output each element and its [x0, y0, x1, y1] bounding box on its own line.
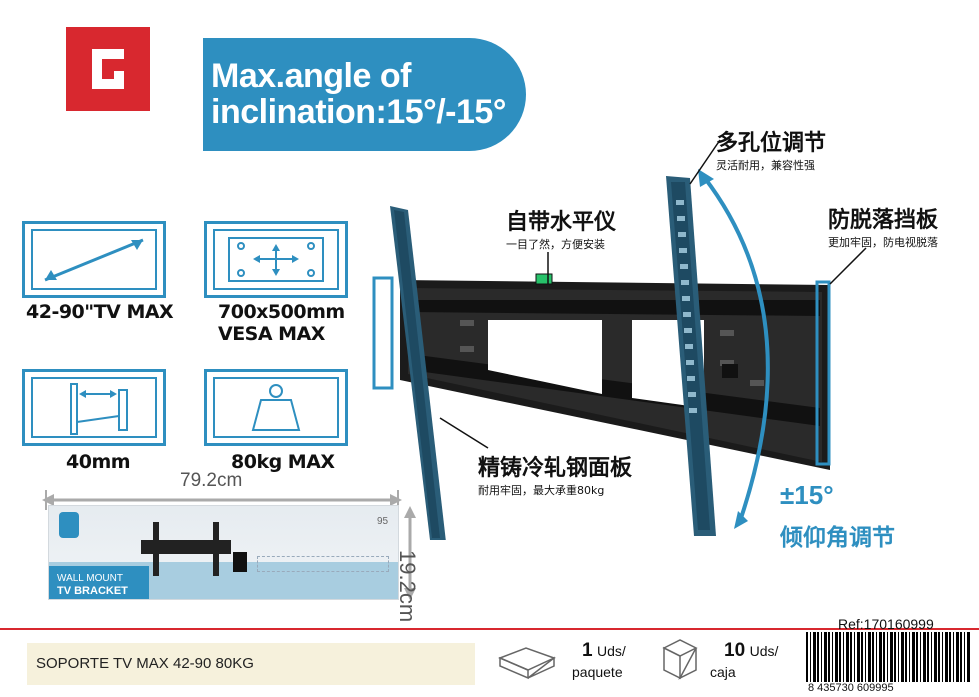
- callout-panel-title: 精铸冷轧钢面板: [478, 456, 633, 481]
- pack1-unit: Uds/: [597, 643, 626, 659]
- package-badge-icon: [59, 512, 79, 538]
- weight-icon: [213, 377, 339, 438]
- pack2-qty: 10 Uds/: [724, 640, 778, 662]
- package-line-2: TV BRACKET: [57, 585, 128, 597]
- spec-vesa-label-1: 700x500mm: [218, 301, 345, 323]
- package-dimension-lines: [42, 490, 416, 600]
- spec-vesa-box: [204, 221, 348, 298]
- package-spec-strip: [257, 556, 389, 572]
- package-width-label: 79.2cm: [180, 470, 243, 491]
- banner-line-1: Max.angle of: [211, 57, 411, 95]
- spec-wall-distance-box: [22, 369, 166, 446]
- callout-holes-title: 多孔位调节: [716, 131, 827, 156]
- callout-panel: 精铸冷轧钢面板 耐用牢固，最大承重80kg: [478, 450, 632, 498]
- callout-guard-sub: 更加牢固，防电视脱落: [828, 236, 938, 249]
- pack2-unit: Uds/: [749, 643, 779, 659]
- callout-guard-title: 防脱落挡板: [828, 208, 939, 233]
- tilt-arc-arrow: [698, 169, 770, 529]
- spec-screen-size-label: 42-90"TV MAX: [26, 301, 174, 323]
- brand-logo: [66, 27, 150, 111]
- brand-g-logo-icon: [92, 49, 124, 89]
- tv-bracket-illustration: [372, 176, 831, 540]
- pack1-word: paquete: [572, 664, 623, 680]
- footer-divider: [0, 628, 979, 630]
- tilt-value: ±15°: [780, 480, 834, 510]
- callout-level-sub: 一目了然，方便安装: [506, 238, 605, 251]
- package-bracket-icon: [141, 522, 231, 576]
- vesa-pattern-icon: [213, 229, 339, 290]
- wall-distance-icon: [31, 377, 157, 438]
- package-box: 95 WALL MOUNT TV BRACKET: [48, 505, 399, 600]
- package-line-1: WALL MOUNT: [57, 573, 123, 584]
- pack2-num: 10: [724, 640, 746, 661]
- package-code: 95: [377, 516, 389, 527]
- callout-panel-sub: 耐用牢固，最大承重80kg: [478, 484, 605, 497]
- package-tv-icon: [233, 552, 247, 572]
- pack1-qty: 1 Uds/: [582, 640, 626, 662]
- spec-vesa-label-2: VESA MAX: [218, 323, 325, 345]
- product-name-field: SOPORTE TV MAX 42-90 80KG: [27, 643, 475, 685]
- banner-line-2: inclination:15°/-15°: [211, 93, 506, 131]
- spec-vesa-label: 700x500mm VESA MAX: [218, 301, 345, 345]
- spec-weight-label: 80kg MAX: [231, 451, 335, 473]
- callout-holes-sub: 灵活耐用，兼容性强: [716, 159, 815, 172]
- callout-holes: 多孔位调节 灵活耐用，兼容性强: [716, 125, 826, 173]
- callout-guard: 防脱落挡板 更加牢固，防电视脱落: [828, 202, 938, 250]
- spec-wall-distance-label: 40mm: [66, 451, 131, 473]
- inclination-banner: Max.angle of inclination:15°/-15°: [203, 38, 526, 151]
- pack2-word: caja: [710, 664, 736, 680]
- pack1-num: 1: [582, 640, 593, 661]
- callout-level-title: 自带水平仪: [506, 210, 617, 235]
- tilt-title: 倾仰角调节: [780, 525, 895, 551]
- box-carton-icon: [662, 639, 698, 680]
- barcode-bars: [806, 632, 971, 682]
- barcode-digits: 8 435730 609995: [808, 682, 894, 694]
- package-blue-strip: [49, 566, 149, 599]
- ref-code: Ref:170160999: [838, 616, 934, 632]
- spec-screen-size-box: [22, 221, 166, 298]
- callout-level: 自带水平仪 一目了然，方便安装: [506, 204, 616, 252]
- screen-diagonal-icon: [31, 229, 157, 290]
- spec-weight-box: [204, 369, 348, 446]
- package-tray-icon: [498, 647, 556, 680]
